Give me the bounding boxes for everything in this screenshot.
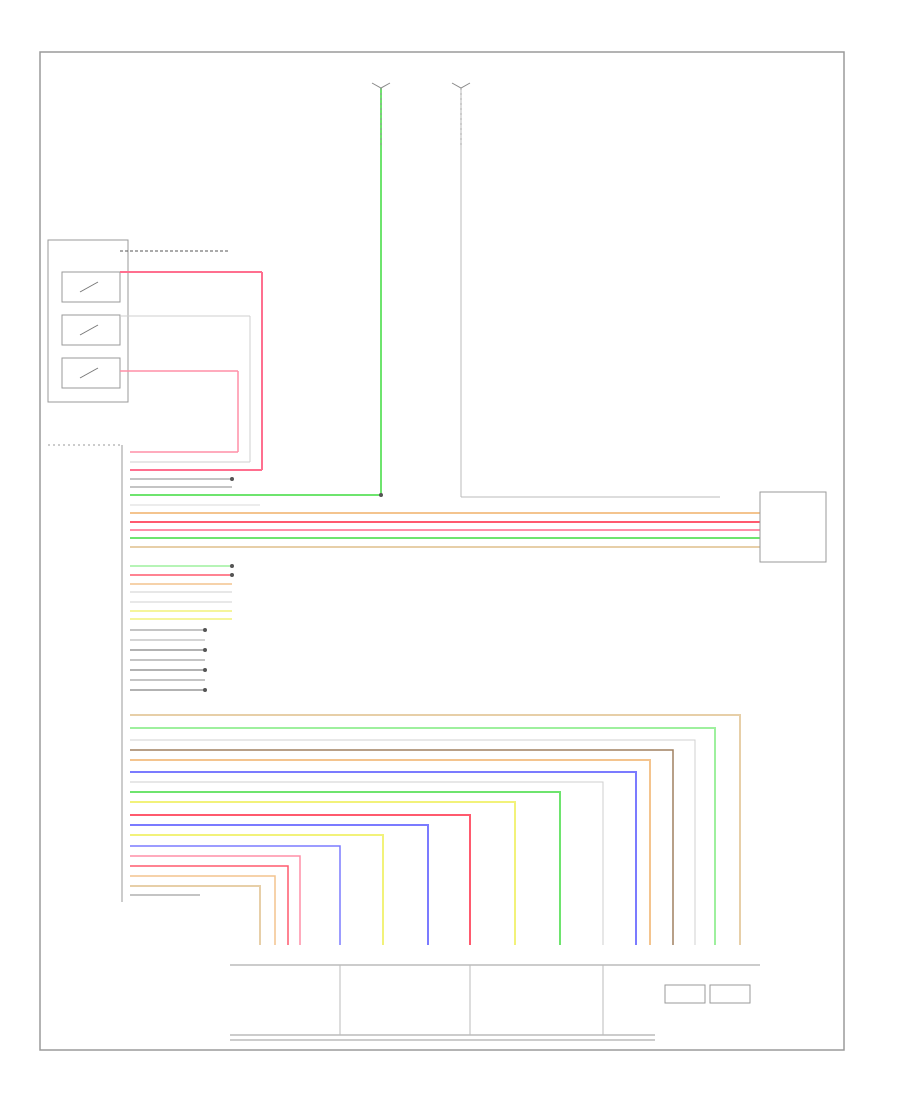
lower-wires bbox=[130, 714, 741, 945]
bottom-connector-block bbox=[230, 964, 760, 1041]
right-connector bbox=[461, 491, 827, 563]
diagram-border bbox=[39, 51, 845, 1051]
fuse-connector-right bbox=[451, 82, 471, 497]
junction-dots bbox=[203, 477, 383, 692]
module-pin-column bbox=[48, 444, 123, 902]
fuse-connector-left bbox=[371, 82, 391, 495]
module-wires bbox=[130, 451, 760, 691]
switch-wires bbox=[120, 250, 263, 470]
switch-assembly bbox=[47, 239, 129, 403]
